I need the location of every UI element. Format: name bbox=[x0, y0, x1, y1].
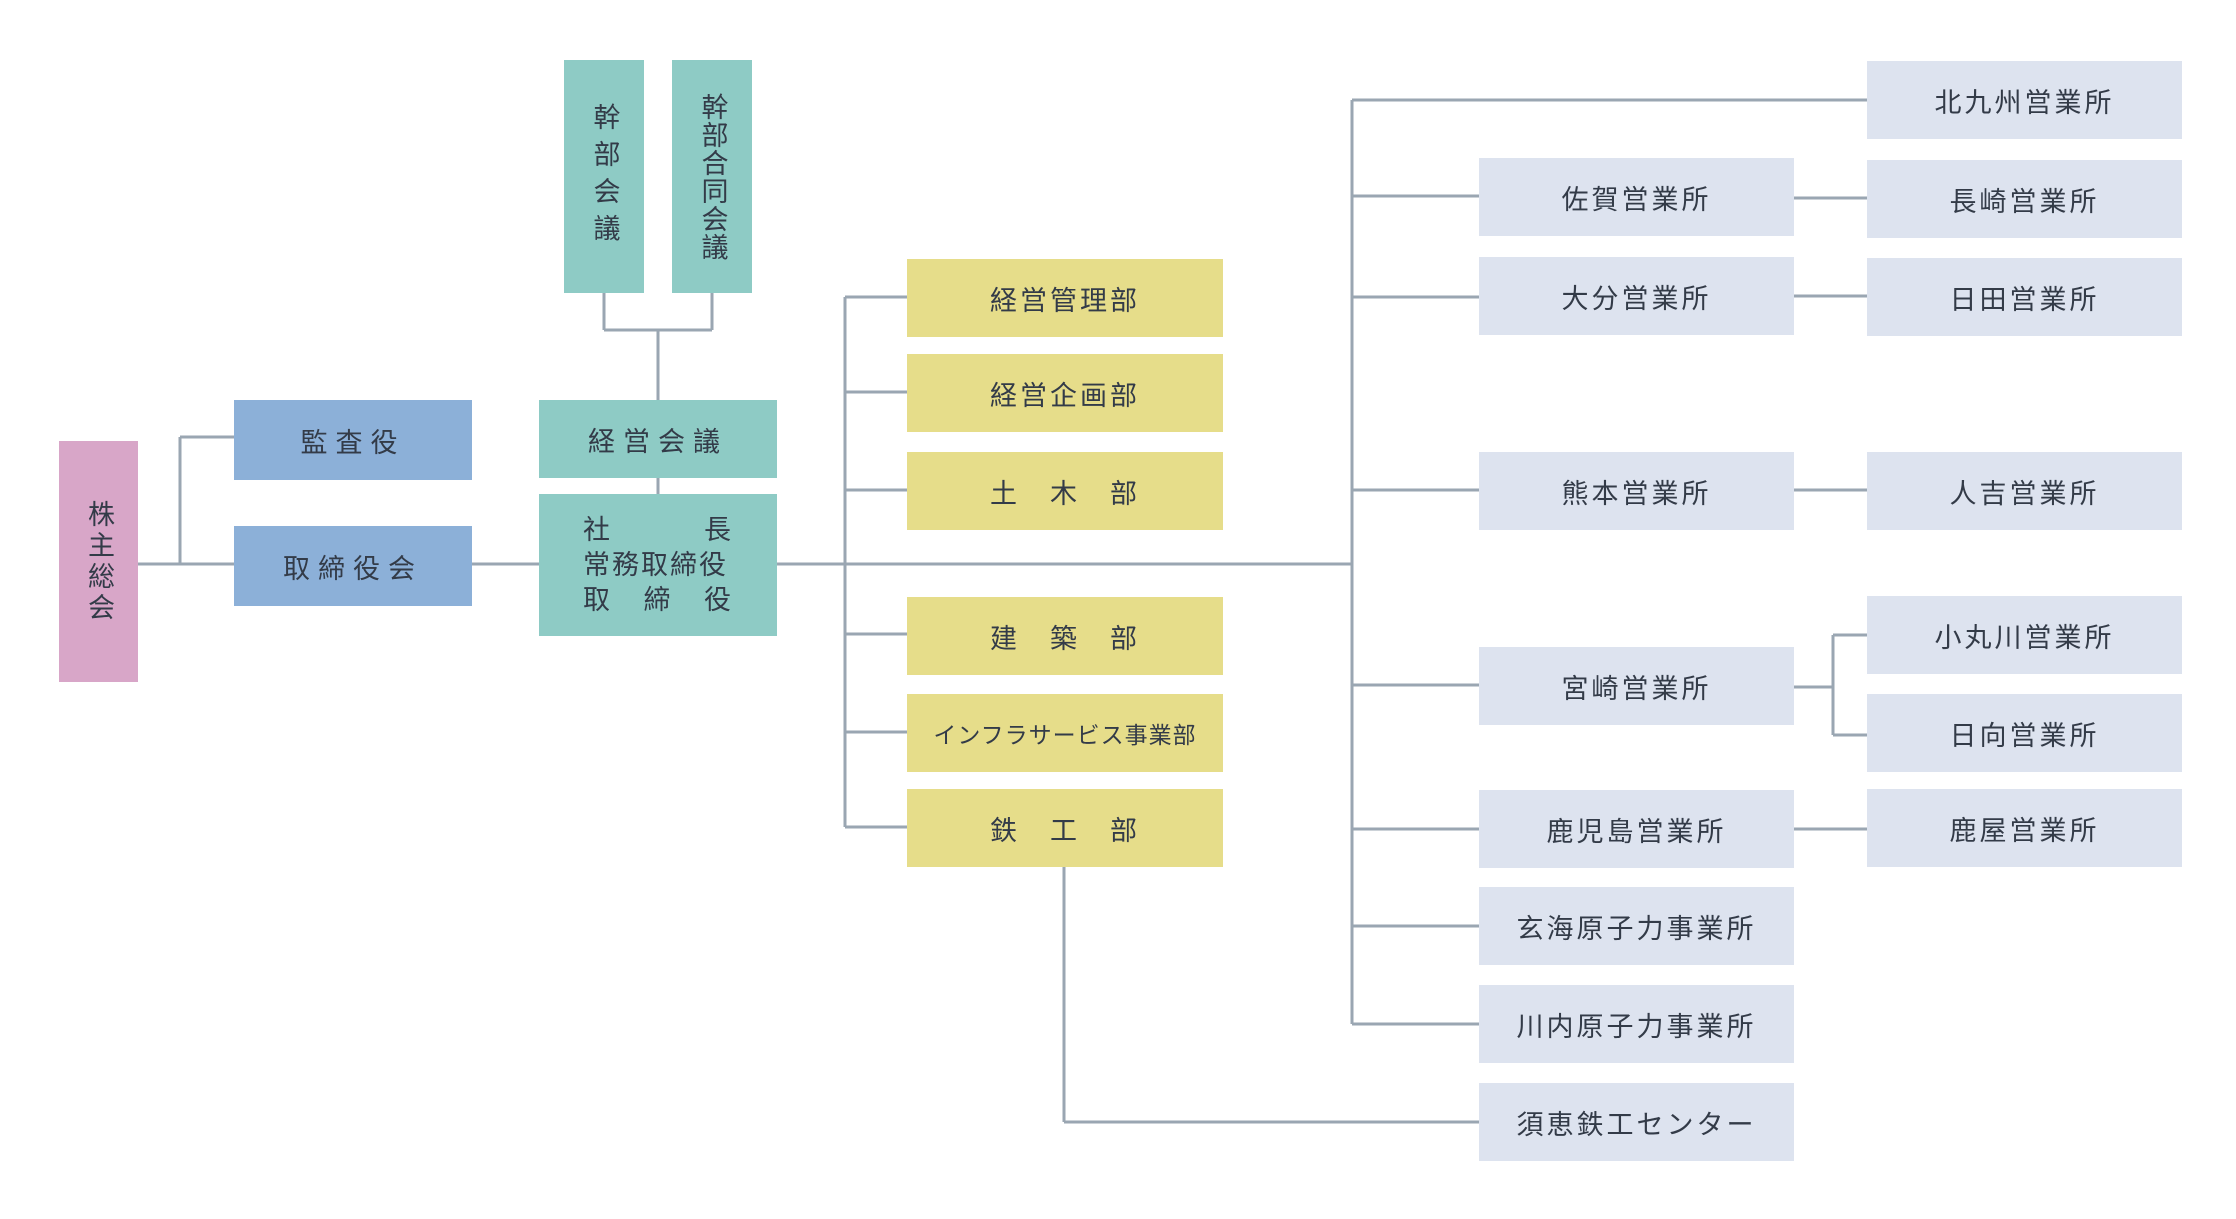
kanoya-office-box: 鹿屋営業所 bbox=[1867, 789, 2182, 867]
auditor-label: 監査役 bbox=[300, 427, 406, 459]
hitoyoshi-office-label: 人吉営業所 bbox=[1949, 478, 2100, 510]
director-char-1: 取 bbox=[583, 584, 612, 616]
saga-office-box: 佐賀営業所 bbox=[1479, 158, 1794, 236]
president-row: 社 長 bbox=[583, 513, 733, 548]
executive-meeting-label: 幹部会議 bbox=[588, 102, 620, 251]
genkai-nuclear-office-label: 玄海原子力事業所 bbox=[1516, 913, 1757, 945]
president-char-1: 社 bbox=[583, 514, 612, 546]
planning-dept-box: 経営企画部 bbox=[907, 354, 1223, 432]
executives-box: 社 長 常務取締役 取 締 役 bbox=[539, 494, 777, 636]
executive-meeting-box: 幹部会議 bbox=[564, 60, 644, 293]
management-meeting-label: 経営会議 bbox=[588, 426, 728, 458]
kanoya-office-label: 鹿屋営業所 bbox=[1949, 815, 2100, 847]
oita-office-box: 大分営業所 bbox=[1479, 257, 1794, 335]
director-char-2: 締 bbox=[643, 584, 673, 616]
admin-dept-box: 経営管理部 bbox=[907, 259, 1223, 337]
board-of-directors-label: 取締役会 bbox=[283, 553, 423, 585]
nagasaki-office-box: 長崎営業所 bbox=[1867, 160, 2182, 238]
president-char-2: 長 bbox=[704, 514, 733, 546]
civil-dept-label: 土 木 部 bbox=[990, 478, 1140, 510]
building-dept-label: 建 築 部 bbox=[990, 623, 1140, 655]
miyazaki-office-box: 宮崎営業所 bbox=[1479, 647, 1794, 725]
miyazaki-office-label: 宮崎営業所 bbox=[1561, 673, 1712, 705]
hyuga-office-box: 日向営業所 bbox=[1867, 694, 2182, 772]
auditor-box: 監査役 bbox=[234, 400, 472, 480]
shareholders-meeting-label: 株主総会 bbox=[83, 499, 114, 624]
oita-office-label: 大分営業所 bbox=[1561, 283, 1712, 315]
director-row: 取 締 役 bbox=[583, 583, 733, 618]
hita-office-label: 日田営業所 bbox=[1949, 284, 2100, 316]
admin-dept-label: 経営管理部 bbox=[990, 285, 1140, 317]
kagoshima-office-label: 鹿児島営業所 bbox=[1546, 816, 1727, 848]
kumamoto-office-label: 熊本営業所 bbox=[1561, 478, 1712, 510]
executive-joint-meeting-box: 幹部合同会議 bbox=[672, 60, 752, 293]
management-meeting-box: 経営会議 bbox=[539, 400, 777, 478]
director-char-3: 役 bbox=[704, 584, 733, 616]
hitoyoshi-office-box: 人吉営業所 bbox=[1867, 452, 2182, 530]
genkai-nuclear-office-box: 玄海原子力事業所 bbox=[1479, 887, 1794, 965]
saga-office-label: 佐賀営業所 bbox=[1561, 184, 1712, 216]
sue-steel-center-label: 須恵鉄工センター bbox=[1516, 1109, 1757, 1141]
nagasaki-office-label: 長崎営業所 bbox=[1949, 186, 2100, 218]
infra-dept-box: インフラサービス事業部 bbox=[907, 694, 1223, 772]
kobaru-office-label: 小丸川営業所 bbox=[1934, 622, 2115, 654]
hita-office-box: 日田営業所 bbox=[1867, 258, 2182, 336]
steel-dept-box: 鉄 工 部 bbox=[907, 789, 1223, 867]
hyuga-office-label: 日向営業所 bbox=[1949, 720, 2100, 752]
civil-dept-box: 土 木 部 bbox=[907, 452, 1223, 530]
kumamoto-office-box: 熊本営業所 bbox=[1479, 452, 1794, 530]
board-of-directors-box: 取締役会 bbox=[234, 526, 472, 606]
kobaru-office-box: 小丸川営業所 bbox=[1867, 596, 2182, 674]
sendai-nuclear-office-label: 川内原子力事業所 bbox=[1516, 1011, 1757, 1043]
kitakyushu-office-box: 北九州営業所 bbox=[1867, 61, 2182, 139]
sendai-nuclear-office-box: 川内原子力事業所 bbox=[1479, 985, 1794, 1063]
planning-dept-label: 経営企画部 bbox=[990, 380, 1140, 412]
managing-director-label: 常務取締役 bbox=[583, 549, 728, 581]
shareholders-meeting-box: 株主総会 bbox=[59, 441, 138, 682]
sue-steel-center-box: 須恵鉄工センター bbox=[1479, 1083, 1794, 1161]
building-dept-box: 建 築 部 bbox=[907, 597, 1223, 675]
executive-joint-meeting-label: 幹部合同会議 bbox=[696, 92, 728, 261]
kitakyushu-office-label: 北九州営業所 bbox=[1934, 87, 2115, 119]
steel-dept-label: 鉄 工 部 bbox=[990, 815, 1140, 847]
infra-dept-label: インフラサービス事業部 bbox=[933, 723, 1197, 749]
managing-director-row: 常務取締役 bbox=[583, 548, 733, 583]
kagoshima-office-box: 鹿児島営業所 bbox=[1479, 790, 1794, 868]
